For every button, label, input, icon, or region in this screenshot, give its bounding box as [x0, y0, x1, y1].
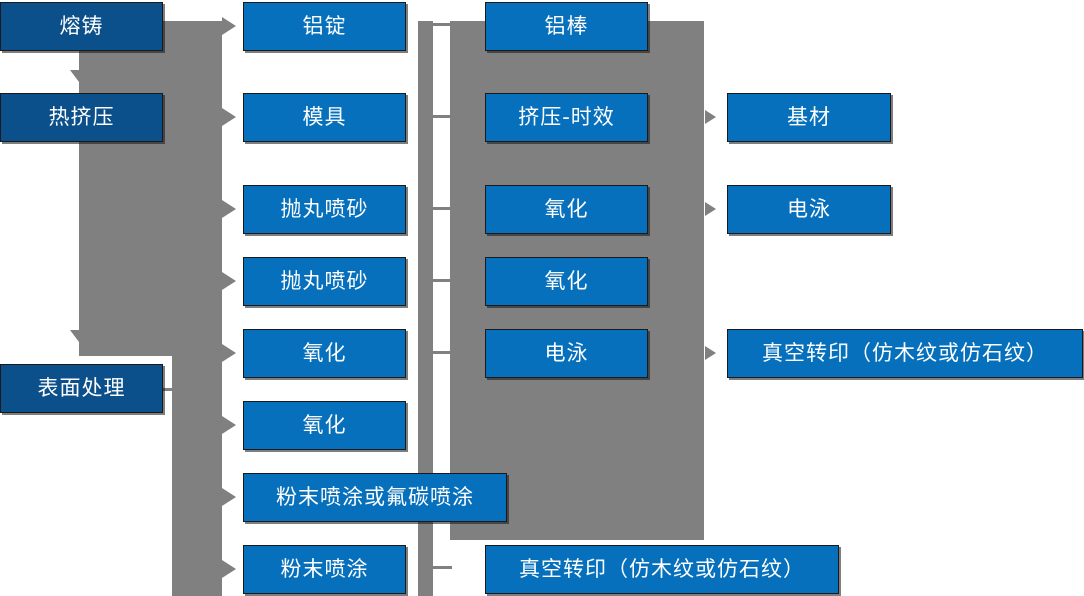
process-node-extrusion-aging[interactable]: 挤压-时效	[485, 93, 648, 142]
output-node-electrophoresis[interactable]: 电泳	[727, 185, 891, 234]
input-node-shotblast-1[interactable]: 抛丸喷砂	[243, 185, 406, 234]
connector-arrow-to-input-2	[222, 108, 236, 126]
input-node-oxidation-2[interactable]: 氧化	[243, 401, 406, 450]
connector-mid-tick-6	[430, 566, 452, 569]
output-label-substrate: 基材	[787, 105, 831, 129]
stage-node-casting[interactable]: 熔铸	[0, 2, 163, 51]
input-node-powder-fluorocarbon[interactable]: 粉末喷涂或氟碳喷涂	[243, 473, 507, 522]
output-label-vacuum-transfer: 真空转印（仿木纹或仿石纹）	[762, 341, 1048, 365]
output-node-substrate[interactable]: 基材	[727, 93, 891, 142]
process-node-vacuum-transfer[interactable]: 真空转印（仿木纹或仿石纹）	[485, 545, 839, 594]
process-label-oxidation-1: 氧化	[544, 197, 589, 221]
stage-label-surface-treatment: 表面处理	[37, 376, 126, 400]
input-label-powder-coating: 粉末喷涂	[280, 557, 369, 581]
process-node-oxidation-1[interactable]: 氧化	[485, 185, 648, 234]
stage-node-surface-treatment[interactable]: 表面处理	[0, 364, 163, 413]
connector-arrow-to-output-3	[705, 346, 716, 360]
connector-left-bus-narrow	[172, 356, 222, 596]
input-label-ingot: 铝锭	[302, 14, 347, 38]
connector-arrow-into-surface	[70, 330, 88, 342]
input-node-shotblast-2[interactable]: 抛丸喷砂	[243, 257, 406, 306]
process-node-oxidation-2[interactable]: 氧化	[485, 257, 648, 306]
process-label-aluminum-bar: 铝棒	[544, 14, 589, 38]
stage-label-extrusion: 热挤压	[48, 105, 115, 129]
input-label-shotblast-1: 抛丸喷砂	[280, 197, 369, 221]
input-label-oxidation-1: 氧化	[302, 341, 347, 365]
input-node-oxidation-1[interactable]: 氧化	[243, 329, 406, 378]
connector-arrow-to-input-1	[222, 17, 236, 35]
stage-label-casting: 熔铸	[59, 14, 104, 38]
process-label-extrusion-aging: 挤压-时效	[518, 105, 615, 129]
input-label-powder-fluorocarbon: 粉末喷涂或氟碳喷涂	[276, 485, 474, 509]
input-label-mould: 模具	[302, 105, 347, 129]
input-node-ingot[interactable]: 铝锭	[243, 2, 406, 51]
process-label-vacuum-transfer: 真空转印（仿木纹或仿石纹）	[519, 557, 805, 581]
process-label-electrophoresis: 电泳	[544, 341, 589, 365]
connector-arrow-to-input-4	[222, 272, 236, 290]
connector-left-bus-wide	[79, 21, 222, 356]
connector-arrow-to-input-8	[222, 560, 236, 578]
connector-arrow-to-output-1	[705, 110, 716, 124]
connector-mid-tick-3	[430, 207, 452, 210]
connector-arrow-to-input-6	[222, 416, 236, 434]
input-label-oxidation-2: 氧化	[302, 413, 347, 437]
process-node-aluminum-bar[interactable]: 铝棒	[485, 2, 648, 51]
connector-arrow-to-output-2	[705, 202, 716, 216]
stage-node-extrusion[interactable]: 热挤压	[0, 93, 163, 142]
output-label-electrophoresis: 电泳	[787, 197, 831, 221]
connector-arrow-to-input-5	[222, 344, 236, 362]
input-node-mould[interactable]: 模具	[243, 93, 406, 142]
input-label-shotblast-2: 抛丸喷砂	[280, 269, 369, 293]
process-node-electrophoresis[interactable]: 电泳	[485, 329, 648, 378]
connector-mid-tick-1	[418, 23, 452, 26]
connector-mid-tick-4	[430, 279, 452, 282]
connector-mid-tick-2	[430, 115, 452, 118]
input-node-powder-coating[interactable]: 粉末喷涂	[243, 545, 406, 594]
connector-mid-rail	[418, 21, 433, 596]
connector-surface-stub	[163, 388, 177, 391]
process-label-oxidation-2: 氧化	[544, 269, 589, 293]
output-node-vacuum-transfer[interactable]: 真空转印（仿木纹或仿石纹）	[727, 329, 1083, 378]
connector-arrow-to-input-3	[222, 200, 236, 218]
connector-arrow-to-input-7	[222, 488, 236, 506]
connector-arrow-into-extrude	[70, 70, 88, 82]
connector-mid-tick-5	[418, 351, 452, 354]
